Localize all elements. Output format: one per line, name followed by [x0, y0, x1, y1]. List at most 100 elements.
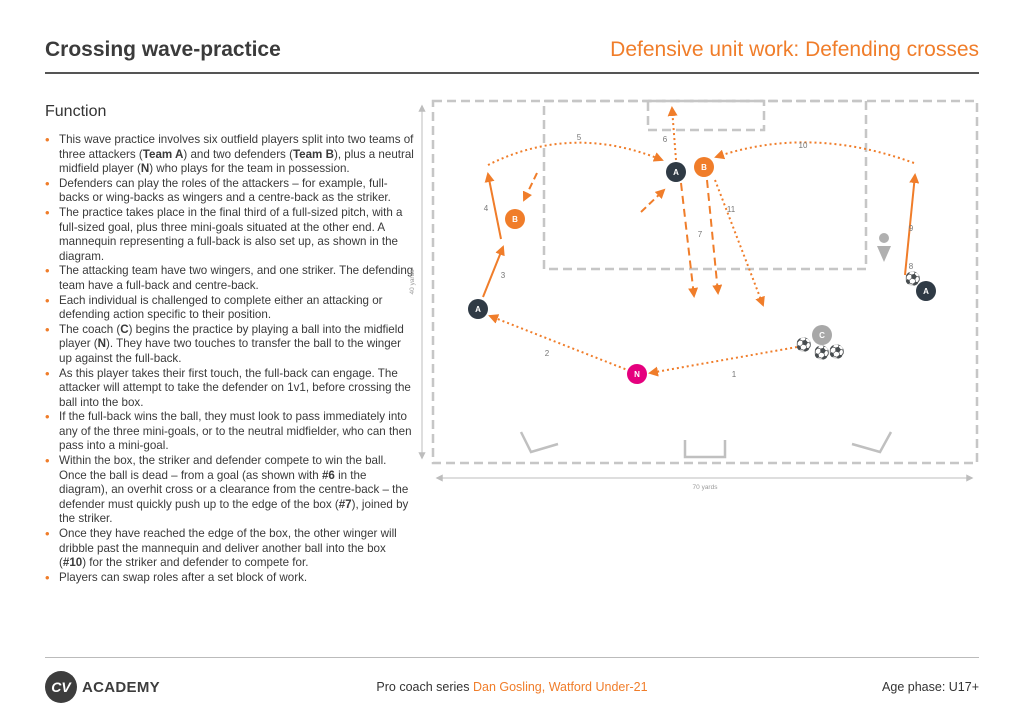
bullet-text: ) begins the practice by playing a ball …: [59, 322, 404, 351]
football-icon: ⚽: [828, 344, 845, 360]
bullet-text: As this player takes their first touch, …: [59, 366, 411, 409]
function-heading: Function: [45, 103, 107, 120]
function-bullet-item: The attacking team have two wingers, and…: [45, 264, 415, 293]
cross-10-second-ball: [714, 141, 915, 164]
clearance-11: [714, 179, 765, 307]
bullet-bold-text: N: [140, 162, 150, 176]
bullet-text: The attacking team have two wingers, and…: [59, 264, 414, 292]
bullet-text: ) who plays for the team in possession.: [149, 162, 350, 176]
run-7-defender-push-up: [706, 179, 723, 295]
svg-text:A: A: [475, 305, 481, 314]
step-label: 7: [698, 230, 703, 239]
mini-goal-left: [519, 431, 559, 454]
bullet-bold-text: #6: [321, 468, 335, 482]
svg-text:A: A: [673, 168, 679, 177]
bullet-text: This wave practice involves six outfield…: [59, 133, 414, 161]
run-striker-into-box: [640, 188, 666, 213]
bullet-text: ) and two defenders (: [183, 147, 293, 161]
bullet-text: Once they have reached the edge of the b…: [59, 527, 397, 570]
run-9-right-winger: [904, 173, 920, 276]
footer-divider: [45, 657, 979, 658]
logo-text: ACADEMY: [82, 678, 160, 696]
bullet-bold-text: N: [97, 337, 107, 351]
football-icon: ⚽: [813, 345, 830, 361]
function-bullet-item: Within the box, the striker and defender…: [45, 454, 415, 527]
header-divider: [45, 72, 979, 74]
svg-text:B: B: [512, 215, 518, 224]
function-bullet-item: Defenders can play the roles of the atta…: [45, 177, 415, 206]
function-bullet-item: As this player takes their first touch, …: [45, 367, 415, 411]
run-7-striker-push-up: [680, 182, 699, 298]
bullet-text: The coach (: [59, 322, 121, 336]
step-label: 10: [799, 141, 808, 150]
penalty-box: [542, 99, 868, 271]
step-label: 6: [663, 135, 668, 144]
bullet-bold-text: Team B: [292, 147, 334, 161]
svg-text:B: B: [701, 163, 707, 172]
bullet-text: The practice takes place in the final th…: [59, 205, 403, 263]
run-4-winger-advance: [484, 172, 502, 240]
function-bullet-item: The coach (C) begins the practice by pla…: [45, 323, 415, 367]
cv-academy-logo: CV ACADEMY: [45, 671, 160, 703]
bullet-bold-text: #10: [62, 556, 83, 570]
bullet-text: ). They have two touches to transfer the…: [59, 337, 401, 365]
bullet-text: in the diagram), an overhit cross or a c…: [59, 468, 409, 511]
bullet-text: If the full-back wins the ball, they mus…: [59, 410, 412, 453]
player-coach: C: [812, 325, 832, 345]
bullet-text: ) for the striker and defender to compet…: [82, 556, 309, 570]
run-full-back-engage: [522, 172, 538, 202]
player-attacker-right-winger: A: [916, 281, 936, 301]
step-label: 1: [732, 370, 737, 379]
function-bullet-item: Once they have reached the edge of the b…: [45, 527, 415, 571]
bullet-text: ), joined by the striker.: [59, 497, 409, 526]
football-icon: ⚽ ⚽ ⚽ ⚽: [795, 271, 921, 361]
function-bullet-item: If the full-back wins the ball, they mus…: [45, 410, 415, 454]
function-bullet-item: Each individual is challenged to complet…: [45, 294, 415, 323]
player-defender-full-back: B: [505, 209, 525, 229]
player-attacker-striker: A: [666, 162, 686, 182]
age-phase: Age phase: U17+: [882, 680, 979, 694]
width-dimension-label: 70 yards: [693, 484, 719, 491]
football-icon: ⚽: [795, 337, 812, 353]
pass-2-neutral-to-winger: [488, 314, 631, 372]
step-label: 4: [484, 204, 489, 213]
bullet-bold-text: C: [120, 322, 129, 336]
player-defender-centre-back: B: [694, 157, 714, 177]
height-dimension-label: 40 yards: [409, 269, 416, 295]
function-bullet-list: This wave practice involves six outfield…: [45, 133, 415, 585]
footer-series: Pro coach series Dan Gosling, Watford Un…: [0, 680, 1024, 694]
step-label: 8: [909, 262, 914, 271]
step-label: 3: [501, 271, 506, 280]
function-bullet-item: Players can swap roles after a set block…: [45, 571, 415, 586]
mannequin-icon: [877, 233, 891, 262]
player-neutral-midfielder: N: [627, 364, 647, 384]
page-subtitle: Defensive unit work: Defending crosses: [610, 38, 979, 61]
bullet-text: Defenders can play the roles of the atta…: [59, 176, 391, 205]
step-label: 11: [727, 205, 736, 214]
full-sized-goal: [646, 99, 766, 132]
bullet-bold-text: Team A: [142, 147, 184, 161]
svg-text:N: N: [634, 370, 640, 379]
pass-1-coach-to-neutral: [648, 346, 798, 377]
step-label: 2: [545, 349, 550, 358]
logo-badge: CV: [45, 671, 77, 703]
football-icon: ⚽: [904, 271, 921, 287]
shot-6-on-goal: [667, 106, 678, 161]
function-bullet-item: The practice takes place in the final th…: [45, 206, 415, 264]
page-title: Crossing wave-practice: [45, 38, 281, 61]
step-label: 9: [909, 224, 914, 233]
bullet-text: ), plus a neutral midfield player (: [59, 147, 414, 176]
pitch-outline: [431, 99, 979, 465]
cross-5-into-box: [487, 141, 664, 166]
series-prefix: Pro coach series: [376, 680, 473, 694]
bullet-text: Players can swap roles after a set block…: [59, 570, 308, 584]
series-name: Dan Gosling, Watford Under-21: [472, 680, 648, 694]
mini-goal-centre: [683, 440, 727, 459]
bullet-text: Each individual is challenged to complet…: [59, 293, 383, 322]
bullet-bold-text: #7: [338, 497, 352, 511]
player-attacker-left-winger: A: [468, 299, 488, 319]
run-3-winger-dribble: [482, 245, 505, 298]
svg-text:A: A: [923, 287, 929, 296]
step-label: 5: [577, 133, 582, 142]
